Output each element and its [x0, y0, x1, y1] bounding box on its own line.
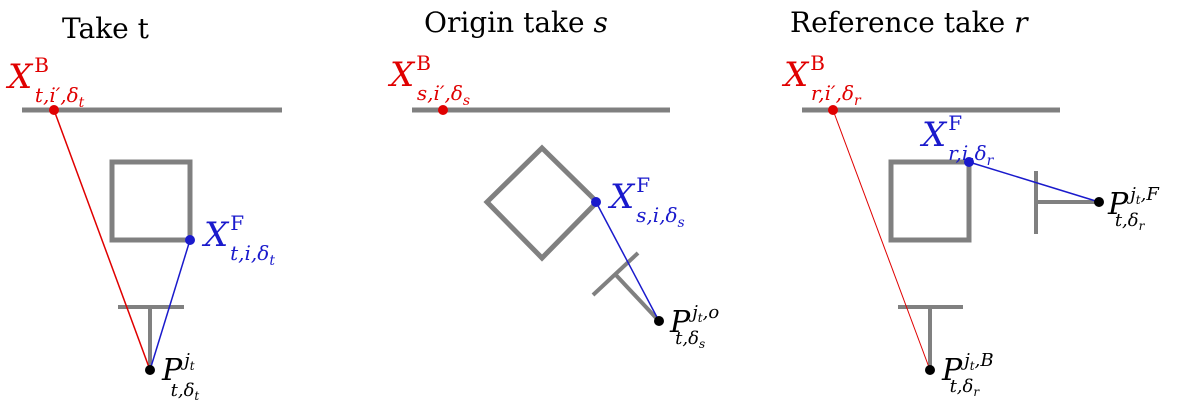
panel-1-title: Take t [62, 12, 150, 45]
camera-b-point [925, 365, 935, 375]
camera-point [145, 365, 155, 375]
background-ray [53, 109, 151, 371]
panel-3-title: Reference take r [790, 6, 1029, 39]
camera-f-point [1094, 197, 1104, 207]
foreground-point [591, 197, 601, 207]
background-point [438, 105, 448, 115]
background-point [828, 105, 838, 115]
background-ray [832, 109, 931, 371]
foreground-point [964, 157, 974, 167]
foreground-object [109, 159, 193, 243]
foreground-ray [149, 239, 191, 371]
foreground-object [483, 144, 601, 262]
foreground-ray [968, 161, 1100, 203]
background-point [49, 105, 59, 115]
panel-2-title: Origin take s [424, 6, 608, 39]
foreground-ray [595, 201, 660, 322]
foreground-point [185, 235, 195, 245]
camera-axis [613, 272, 661, 323]
camera-point [654, 316, 664, 326]
foreground-object [888, 159, 972, 243]
